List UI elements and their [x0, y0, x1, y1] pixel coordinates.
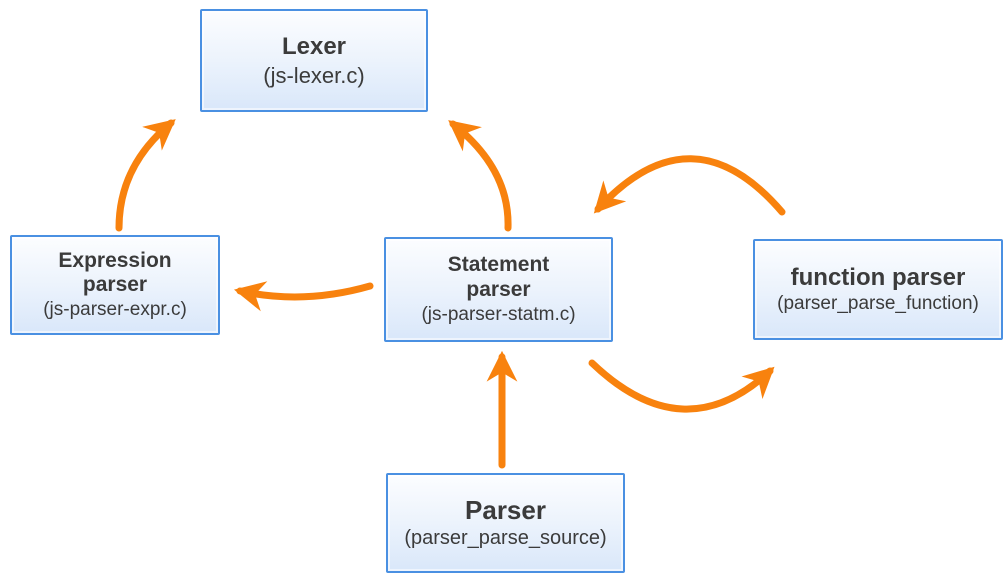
node-lexer: Lexer (js-lexer.c): [200, 9, 428, 112]
node-subtitle: (parser_parse_function): [777, 293, 979, 315]
arrow-statement-parser-to-lexer: [448, 120, 512, 232]
arrow-function-parser-to-statement-parser: [593, 155, 786, 216]
node-subtitle: (js-parser-expr.c): [43, 299, 187, 321]
node-subtitle: (js-lexer.c): [263, 62, 365, 88]
node-function-parser: function parser (parser_parse_function): [753, 239, 1003, 340]
node-expression-parser: Expression parser (js-parser-expr.c): [10, 235, 220, 335]
node-title-line2: parser: [466, 277, 531, 301]
node-subtitle: (parser_parse_source): [404, 527, 607, 550]
node-title: Lexer: [281, 33, 347, 61]
node-parser: Parser (parser_parse_source): [386, 473, 625, 573]
arrow-expression-parser-to-lexer: [115, 119, 176, 232]
node-title: function parser: [790, 263, 966, 291]
arrow-statement-parser-to-expression-parser: [233, 281, 374, 312]
node-title: Statement: [447, 253, 550, 277]
node-title-line2: parser: [82, 273, 148, 297]
node-title: Parser: [465, 494, 546, 525]
arrow-statement-parser-to-function-parser: [588, 359, 775, 413]
node-subtitle: (js-parser-statm.c): [421, 303, 576, 325]
node-title: Expression: [58, 248, 172, 272]
node-statement-parser: Statement parser (js-parser-statm.c): [384, 237, 613, 342]
